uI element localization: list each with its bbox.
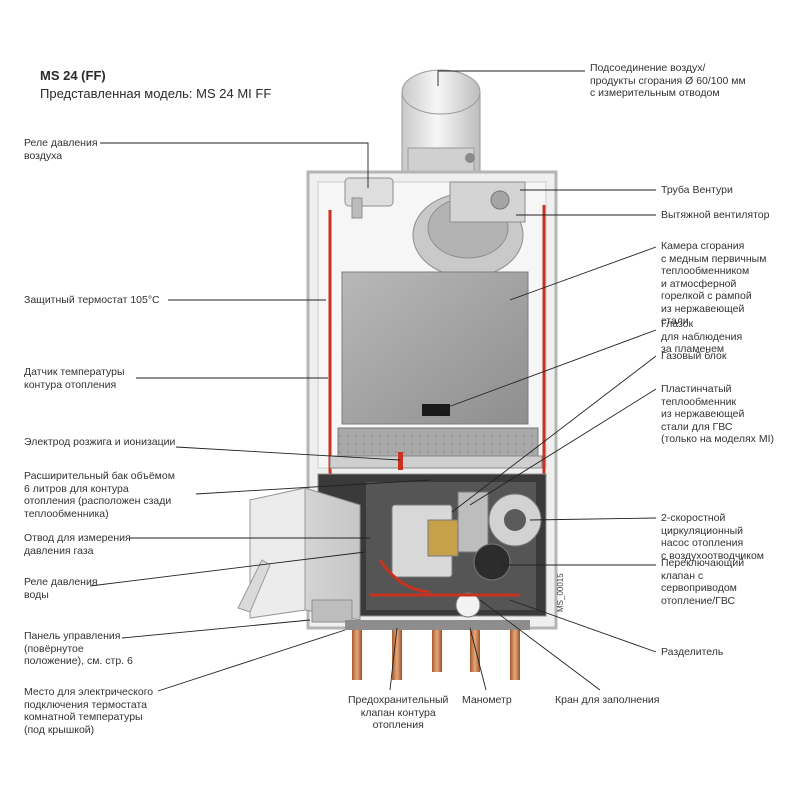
air-pressure-switch — [344, 177, 394, 219]
circulation-pump — [488, 493, 542, 547]
pressure-gauge — [455, 592, 481, 618]
label-fill-tap: Кран для заполнения — [555, 694, 660, 706]
burner-ramp — [329, 427, 543, 469]
exhaust-fan — [412, 181, 526, 278]
label-gas-valve: Газовый блок — [661, 350, 727, 362]
image-code: MS_00015 — [556, 573, 565, 612]
plate-heat-exchanger — [457, 491, 489, 553]
combustion-chamber — [341, 271, 529, 425]
presented-model-subtitle: Представленная модель: MS 24 MI FF — [40, 86, 272, 101]
label-separator: Разделитель — [661, 646, 724, 658]
flame-sight-glass — [422, 404, 450, 416]
connection-pipes — [345, 620, 530, 680]
label-ignition-electrode: Электрод розжига и ионизации — [24, 436, 176, 448]
label-safety-thermostat: Защитный термостат 105°C — [24, 294, 160, 306]
ignition-electrode — [398, 452, 403, 470]
label-venturi-tube: Труба Вентури — [661, 184, 733, 196]
label-manometer: Манометр — [462, 694, 512, 706]
label-flue-connection: Подсоединение воздух/продукты сгорания Ø… — [590, 62, 746, 99]
label-exhaust-fan: Вытяжной вентилятор — [661, 209, 770, 221]
model-title: MS 24 (FF) — [40, 68, 106, 83]
diverter-valve — [473, 543, 511, 581]
flue-adaptor — [401, 69, 481, 175]
gas-valve — [391, 504, 459, 578]
leader-lines — [89, 70, 657, 692]
